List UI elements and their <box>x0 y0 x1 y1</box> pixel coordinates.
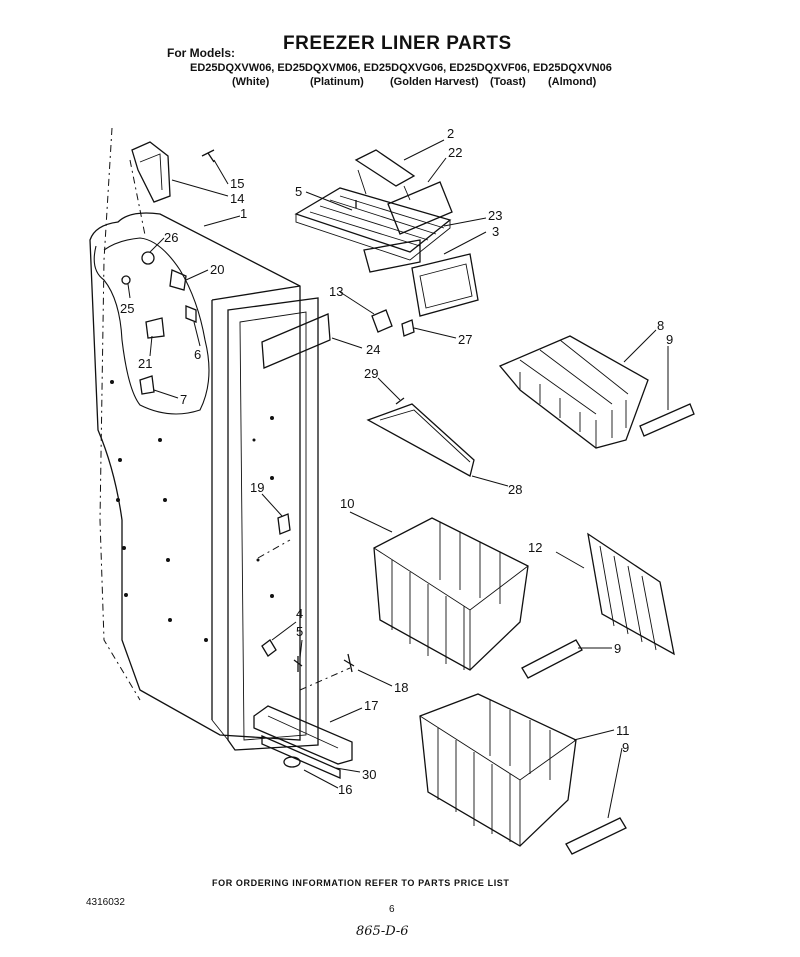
basket-rail <box>639 403 695 437</box>
page-number: 6 <box>389 904 395 915</box>
callout-23: 23 <box>488 208 502 223</box>
callout-2: 2 <box>447 126 454 141</box>
callout-5: 5 <box>295 184 302 199</box>
wire-basket-11 <box>419 693 577 847</box>
callout-16: 16 <box>338 782 352 797</box>
callout-29: 29 <box>364 366 378 381</box>
basket-divider <box>587 532 675 656</box>
model-numbers: ED25DQXVW06, ED25DQXVM06, ED25DQXVG06, E… <box>190 62 612 74</box>
callout-9: 9 <box>614 641 621 656</box>
top-bracket <box>131 141 171 203</box>
lower-cover <box>253 705 353 779</box>
callout-13: 13 <box>329 284 343 299</box>
callout-4: 4 <box>296 606 303 621</box>
callout-25: 25 <box>120 301 134 316</box>
callout-21: 21 <box>138 356 152 371</box>
callout-9: 9 <box>622 740 629 755</box>
damper-bracket <box>277 513 291 535</box>
cap <box>283 756 301 768</box>
alignment-line <box>299 667 351 691</box>
page-title: FREEZER LINER PARTS <box>283 33 512 54</box>
callout-6: 6 <box>194 347 201 362</box>
callout-1: 1 <box>240 206 247 221</box>
screw <box>201 149 215 163</box>
color-platinum: (Platinum) <box>310 76 364 88</box>
callout-14: 14 <box>230 191 244 206</box>
ordering-info: FOR ORDERING INFORMATION REFER TO PARTS … <box>212 878 510 888</box>
for-models-label: For Models: <box>167 46 235 60</box>
handwritten-note: 865-D-6 <box>356 924 409 939</box>
alignment-line <box>129 159 146 236</box>
callout-5: 5 <box>296 624 303 639</box>
color-toast: (Toast) <box>490 76 526 88</box>
alignment-line <box>257 539 291 559</box>
callout-26: 26 <box>164 230 178 245</box>
callout-10: 10 <box>340 496 354 511</box>
callout-12: 12 <box>528 540 542 555</box>
freezer-liner <box>89 212 319 751</box>
callout-28: 28 <box>508 482 522 497</box>
control-parts <box>121 251 197 395</box>
shelf-assembly <box>294 149 479 317</box>
color-white: (White) <box>232 76 270 88</box>
callout-24: 24 <box>366 342 380 357</box>
wire-basket-8 <box>498 335 649 449</box>
slide-rail <box>366 397 475 477</box>
alignment-line <box>99 127 141 701</box>
callout-19: 19 <box>250 480 264 495</box>
callout-18: 18 <box>394 680 408 695</box>
callout-30: 30 <box>362 767 376 782</box>
basket-rail <box>521 639 583 679</box>
callout-8: 8 <box>657 318 664 333</box>
callout-22: 22 <box>448 145 462 160</box>
liner-cover <box>261 313 331 369</box>
callout-17: 17 <box>364 698 378 713</box>
callout-labels: 2 22 15 14 1 5 23 3 26 20 25 6 21 7 13 2… <box>120 126 673 797</box>
color-almond: (Almond) <box>548 76 597 88</box>
callout-7: 7 <box>180 392 187 407</box>
basket-rail <box>565 817 627 855</box>
callout-15: 15 <box>230 176 244 191</box>
callout-20: 20 <box>210 262 224 277</box>
callout-9: 9 <box>666 332 673 347</box>
light-socket <box>371 309 415 337</box>
callout-11: 11 <box>616 723 630 738</box>
color-golden-harvest: (Golden Harvest) <box>390 76 479 88</box>
document-number: 4316032 <box>86 897 125 908</box>
callout-27: 27 <box>458 332 472 347</box>
callout-3: 3 <box>492 224 499 239</box>
wire-basket-10 <box>373 517 529 671</box>
leader-lines <box>127 139 669 819</box>
screw-parts <box>261 639 355 673</box>
